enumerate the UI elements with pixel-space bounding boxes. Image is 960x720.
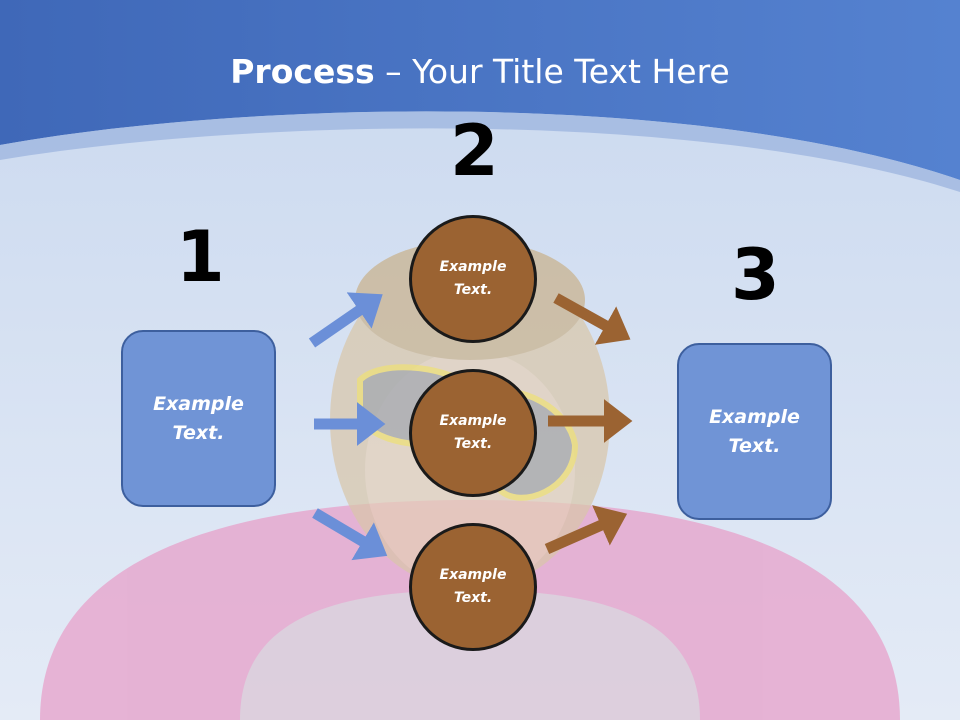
circle-bottom-line2: Text. <box>453 590 493 606</box>
arrow-blue-down <box>312 508 388 561</box>
arrow-brown-down <box>553 293 631 345</box>
arrow-blue-up <box>308 292 383 348</box>
circle-top-line1: Example <box>439 259 507 275</box>
circle-bottom-line1: Example <box>439 567 507 583</box>
title-rest: – Your Title Text Here <box>374 52 730 91</box>
step-number-2: 2 <box>450 110 499 192</box>
left-box-line2: Text. <box>172 421 225 444</box>
right-box-line2: Text. <box>728 434 781 457</box>
title-bold: Process <box>230 52 375 91</box>
arrow-brown-up <box>544 505 628 555</box>
slide-title: Process – Your Title Text Here <box>0 52 960 91</box>
right-box-line1: Example <box>709 405 800 428</box>
step-number-1: 1 <box>176 216 225 298</box>
circle-top-line2: Text. <box>453 282 493 298</box>
circle-middle-line1: Example <box>439 413 507 429</box>
step-number-3: 3 <box>731 234 780 316</box>
left-box-line1: Example <box>153 392 244 415</box>
circle-middle-line2: Text. <box>453 436 493 452</box>
